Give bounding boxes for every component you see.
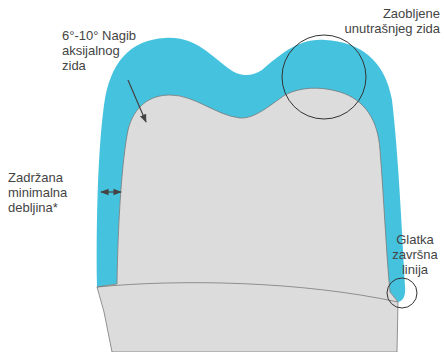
callout-label: Zadržana minimalna debljina* [8,170,94,215]
tooth-preparation [97,88,398,352]
callout-label: 6°-10° Nagib aksijalnog zida [62,28,146,73]
leader-arrow [128,80,146,122]
margin-line [97,283,398,302]
callout-label: Zaobljene unutrašnjeg zida [328,6,440,36]
callout-label: Glatka završna linija [388,232,442,277]
thickness-arrow [101,191,121,192]
highlight-circle [387,278,417,308]
highlight-circle [282,35,366,119]
